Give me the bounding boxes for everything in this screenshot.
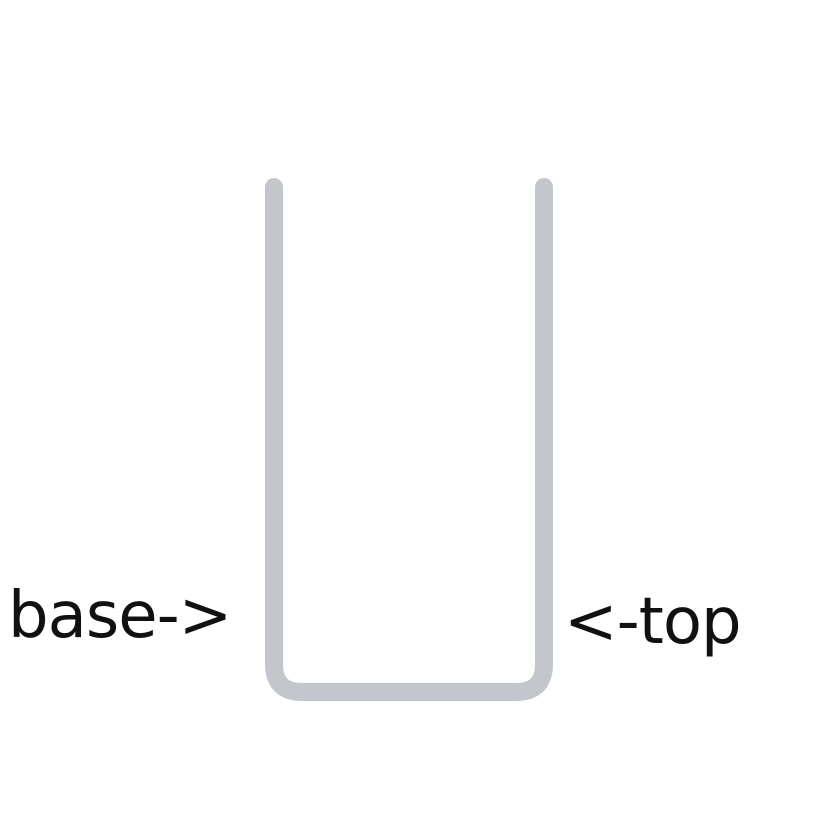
- top-pointer-label: <-top: [564, 585, 742, 659]
- stack-container-outline: [265, 178, 553, 701]
- base-pointer-label: base->: [8, 579, 232, 653]
